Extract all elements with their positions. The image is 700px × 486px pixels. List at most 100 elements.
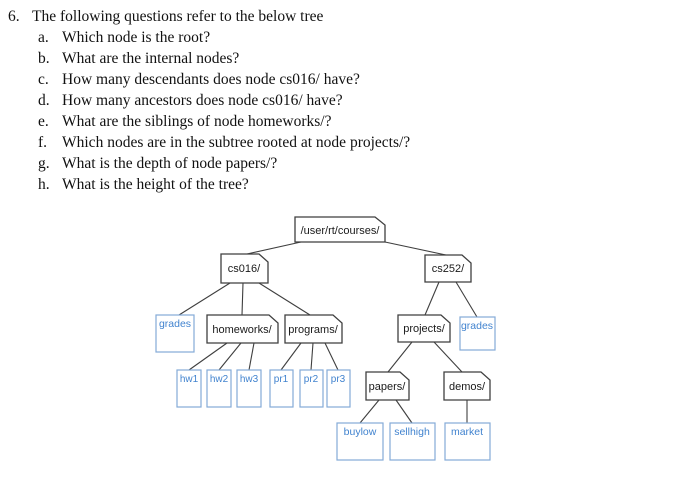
node-grades-left: grades [155, 314, 195, 353]
question-item-d: d. How many ancestors does node cs016/ h… [38, 90, 696, 111]
root-folder-shape [294, 216, 386, 243]
market-label: market [451, 426, 483, 438]
edge-homeworks-hw1 [188, 342, 228, 371]
buylow-label: buylow [344, 426, 377, 438]
edge-root-cs252 [384, 241, 447, 256]
node-papers: papers/ [365, 371, 410, 401]
hw1-file-shape [176, 369, 202, 408]
edge-homeworks-hw3 [248, 342, 255, 371]
node-programs: programs/ [284, 314, 343, 344]
node-hw2: hw2 [206, 369, 232, 408]
item-text: What is the depth of node papers/? [62, 155, 278, 172]
item-letter: f. [38, 134, 48, 151]
cs252-folder-shape [424, 254, 472, 283]
projects-label: projects/ [403, 323, 446, 335]
pr1-label: pr1 [274, 374, 289, 385]
item-letter: h. [38, 176, 50, 193]
item-text: What are the internal nodes? [62, 50, 240, 67]
demos-label: demos/ [449, 381, 486, 393]
node-buylow: buylow [336, 422, 384, 461]
question-item-a: a. Which node is the root? [38, 27, 696, 48]
tree-edges [178, 241, 478, 424]
cs016-label: cs016/ [228, 263, 261, 275]
buylow-file-shape [336, 422, 384, 461]
node-pr1: pr1 [269, 369, 294, 408]
edge-papers-buylow [359, 399, 380, 424]
edge-root-cs016 [246, 241, 302, 255]
item-letter: a. [38, 29, 49, 46]
node-market: market [444, 422, 491, 461]
question-number: 6. [8, 8, 20, 25]
question-item-b: b. What are the internal nodes? [38, 48, 696, 69]
edge-homeworks-hw2 [218, 342, 242, 371]
hw1-label: hw1 [180, 374, 199, 385]
item-text: How many descendants does node cs016/ ha… [62, 71, 360, 88]
question-item-e: e. What are the siblings of node homewor… [38, 111, 696, 132]
edge-projects-papers [387, 341, 413, 373]
item-text: What are the siblings of node homeworks/… [62, 113, 332, 130]
item-letter: e. [38, 113, 49, 130]
sellhigh-label: sellhigh [394, 426, 430, 438]
question-block: 6. The following questions refer to the … [8, 6, 696, 195]
node-hw3: hw3 [236, 369, 262, 408]
item-letter: d. [38, 92, 50, 109]
node-projects: projects/ [397, 314, 451, 343]
edge-cs016-grades [178, 282, 231, 316]
hw3-label: hw3 [240, 374, 259, 385]
node-pr3: pr3 [326, 369, 351, 408]
edge-programs-pr3 [324, 342, 339, 371]
pr2-file-shape [299, 369, 324, 408]
pr1-file-shape [269, 369, 294, 408]
node-sellhigh: sellhigh [389, 422, 436, 461]
question-item-h: h. What is the height of the tree? [38, 174, 696, 195]
question-intro: The following questions refer to the bel… [32, 8, 324, 25]
edge-programs-pr2 [310, 342, 314, 371]
cs252-label: cs252/ [432, 263, 465, 275]
papers-label: papers/ [369, 381, 407, 393]
item-text: How many ancestors does node cs016/ have… [62, 92, 343, 109]
homeworks-folder-shape [206, 314, 279, 344]
cs016-folder-shape [220, 253, 269, 284]
pr3-label: pr3 [331, 374, 346, 385]
root-label: /user/rt/courses/ [301, 225, 381, 237]
question-item-c: c. How many descendants does node cs016/… [38, 69, 696, 90]
node-pr2: pr2 [299, 369, 324, 408]
edge-programs-pr1 [280, 342, 302, 371]
edge-cs016-programs [258, 282, 311, 316]
programs-folder-shape [284, 314, 343, 344]
node-root: /user/rt/courses/ [294, 216, 386, 243]
papers-folder-shape [365, 371, 410, 401]
hw3-file-shape [236, 369, 262, 408]
node-homeworks: homeworks/ [206, 314, 279, 344]
item-text: What is the height of the tree? [62, 176, 249, 193]
grades-left-file-shape [155, 314, 195, 353]
demos-folder-shape [443, 371, 491, 401]
edge-cs252-grades [455, 281, 478, 318]
question-item-g: g. What is the depth of node papers/? [38, 153, 696, 174]
edge-projects-demos [433, 341, 463, 373]
market-file-shape [444, 422, 491, 461]
tree-diagram: /user/rt/courses/ cs016/ cs252/ homework… [155, 216, 496, 461]
edge-papers-sellhigh [395, 399, 413, 424]
node-cs252: cs252/ [424, 254, 472, 283]
question-item-f: f. Which nodes are in the subtree rooted… [38, 132, 696, 153]
grades-right-file-shape [459, 316, 496, 351]
projects-folder-shape [397, 314, 451, 343]
grades-left-label: grades [159, 318, 191, 330]
item-letter: g. [38, 155, 50, 172]
programs-label: programs/ [288, 324, 338, 336]
node-hw1: hw1 [176, 369, 202, 408]
question-main-line: 6. The following questions refer to the … [8, 6, 696, 27]
node-grades-right: grades [459, 316, 496, 351]
homeworks-label: homeworks/ [212, 324, 272, 336]
pr3-file-shape [326, 369, 351, 408]
hw2-file-shape [206, 369, 232, 408]
hw2-label: hw2 [210, 374, 229, 385]
pr2-label: pr2 [304, 374, 319, 385]
sellhigh-file-shape [389, 422, 436, 461]
item-letter: b. [38, 50, 50, 67]
item-text: Which nodes are in the subtree rooted at… [62, 134, 411, 151]
item-letter: c. [38, 71, 49, 88]
edge-cs252-projects [424, 281, 440, 316]
